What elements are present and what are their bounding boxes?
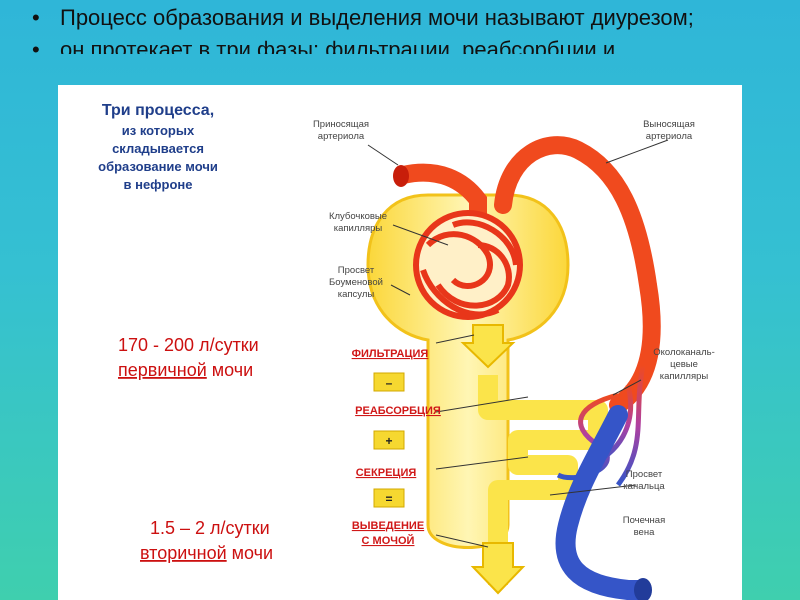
label-tubule: канальца	[623, 481, 665, 492]
renal-vein	[555, 405, 652, 600]
label-peritubular: капилляры	[660, 371, 709, 382]
bullet-text: Процесс образования и выделения мочи наз…	[60, 5, 694, 30]
operator-box	[373, 372, 405, 392]
operator-equals: =	[385, 492, 392, 506]
label-efferent: Выносящая	[643, 119, 695, 130]
label-glomerular: Клубочковые	[329, 211, 387, 222]
glomerular-capillaries	[413, 210, 523, 320]
label-bowman: Просвет	[338, 265, 375, 276]
primary-urine-label: первичной мочи	[118, 360, 253, 380]
label-bowman: Боуменовой	[329, 277, 383, 288]
nephron-diagram: Три процесса, из которых складывается об…	[98, 102, 715, 600]
diagram-title-line: в нефроне	[123, 177, 192, 192]
diagram-title-line: из которых	[122, 123, 195, 138]
diagram-panel: Три процесса, из которых складывается об…	[58, 85, 742, 600]
label-afferent: Приносящая	[313, 119, 369, 130]
primary-urine-kind: первичной	[118, 360, 207, 380]
label-efferent: артериола	[646, 131, 693, 142]
operator-box	[373, 488, 405, 508]
label-glomerular: капилляры	[334, 223, 383, 234]
bullet-text: он протекает в три фазы: фильтрации, реа…	[60, 37, 616, 54]
bullet-list: • Процесс образования и выделения мочи н…	[20, 4, 780, 54]
primary-urine-noun: мочи	[207, 360, 253, 380]
bullet-dot: •	[32, 5, 40, 30]
excretion-arrow	[470, 542, 526, 595]
primary-urine-amount: 170 - 200 л/сутки	[118, 335, 259, 355]
process-secretion: СЕКРЕЦИЯ	[356, 467, 417, 479]
secondary-urine-amount: 1.5 – 2 л/сутки	[150, 518, 270, 538]
label-bowman: капсулы	[338, 289, 375, 300]
secondary-urine-noun: мочи	[227, 543, 273, 563]
operator-box	[373, 430, 405, 450]
label-peritubular: цевые	[670, 359, 698, 370]
efferent-arteriole	[494, 136, 661, 414]
flow-arrows	[460, 324, 526, 595]
bullet-dot: •	[32, 37, 40, 54]
secondary-urine-kind: вторичной	[140, 543, 227, 563]
diagram-title-line: образование мочи	[98, 159, 218, 174]
bullet-item: • Процесс образования и выделения мочи н…	[20, 4, 780, 32]
label-vein: вена	[634, 527, 655, 538]
renal-tubule	[478, 375, 608, 585]
filtration-arrow	[460, 324, 516, 369]
leader-lines	[367, 139, 669, 548]
diagram-title-line: складывается	[112, 141, 204, 156]
label-peritubular: Околоканаль-	[653, 347, 715, 358]
process-reabsorption: РЕАБСОРБЦИЯ	[355, 405, 441, 417]
bullet-item: • он протекает в три фазы: фильтрации, р…	[20, 36, 780, 54]
label-tubule: Просвет	[626, 469, 663, 480]
label-afferent: артериола	[318, 131, 365, 142]
label-vein: Почечная	[623, 515, 665, 526]
diagram-title-line: Три процесса,	[102, 102, 214, 119]
process-filtration: ФИЛЬТРАЦИЯ	[352, 348, 429, 360]
process-excretion: С МОЧОЙ	[362, 534, 415, 547]
secondary-urine-label: вторичной мочи	[140, 543, 273, 563]
operator-minus: –	[386, 376, 393, 390]
process-excretion: ВЫВЕДЕНИЕ	[352, 520, 424, 532]
operator-plus: +	[385, 434, 392, 448]
afferent-arteriole	[393, 163, 487, 234]
